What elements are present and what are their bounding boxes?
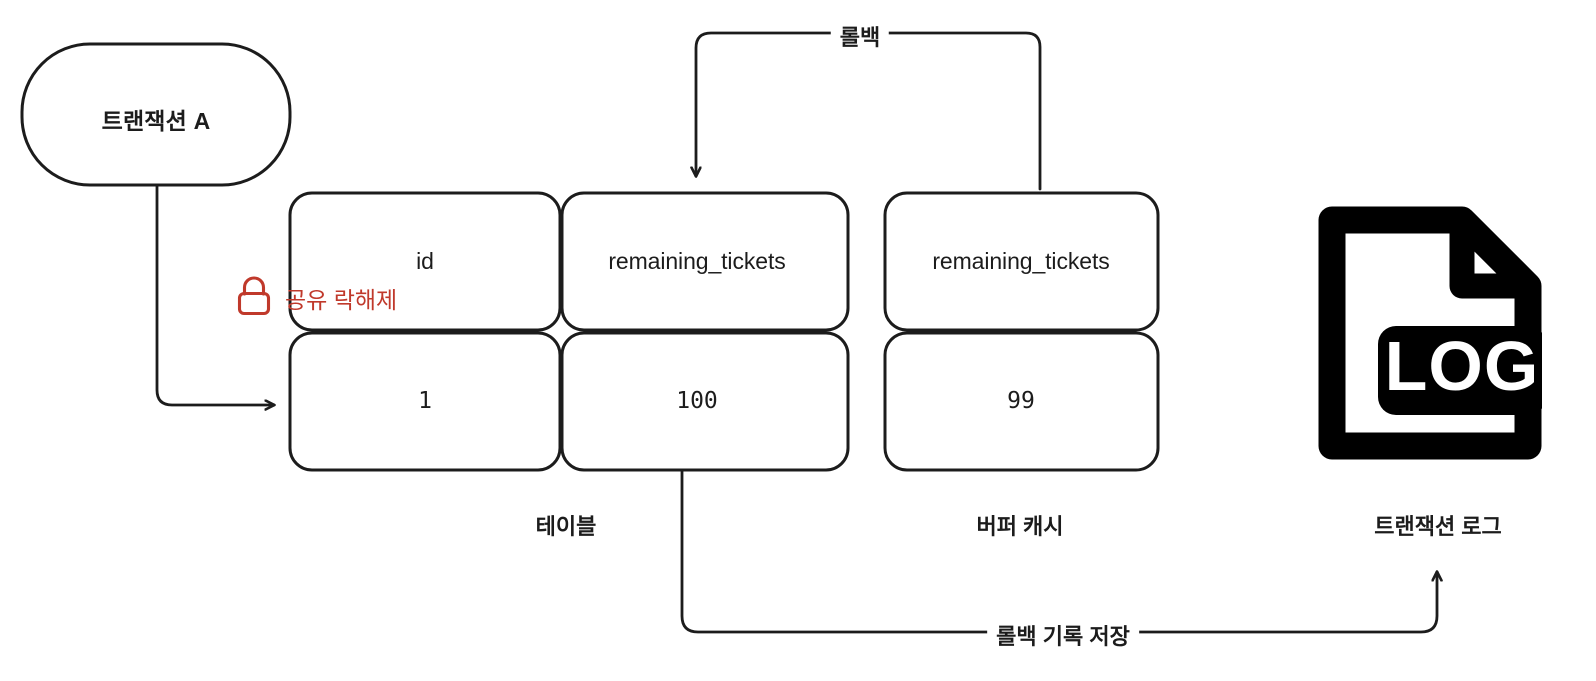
table-column-header-remaining-tickets: remaining_tickets	[608, 248, 786, 274]
transaction-log-section-label: 트랜잭션 로그	[1374, 514, 1502, 539]
table-section-label: 테이블	[535, 514, 597, 539]
shared-lock-release-label: 공유 락해제	[285, 287, 398, 313]
edge-label-rollback-record-save: 롤백 기록 저장	[987, 619, 1139, 651]
buffer-cell-remaining-tickets-value: 99	[1007, 388, 1035, 414]
buffer-column-header-remaining-tickets: remaining_tickets	[932, 248, 1110, 274]
edge-rollback-record-save	[680, 468, 1437, 634]
table-column-header-id: id	[416, 248, 434, 274]
padlock-icon	[237, 276, 271, 316]
log-file-icon: LOG	[1318, 206, 1542, 460]
svg-text:LOG: LOG	[1385, 327, 1540, 405]
buffer-cache-section-label: 버퍼 캐시	[976, 514, 1064, 539]
table-cell-remaining-tickets-value: 100	[676, 388, 718, 414]
table-cell-id-value: 1	[418, 388, 432, 414]
edge-rollback	[696, 31, 1042, 191]
transaction-node-label: 트랜잭션 A	[101, 108, 211, 134]
edge-label-rollback: 롤백	[830, 20, 890, 52]
